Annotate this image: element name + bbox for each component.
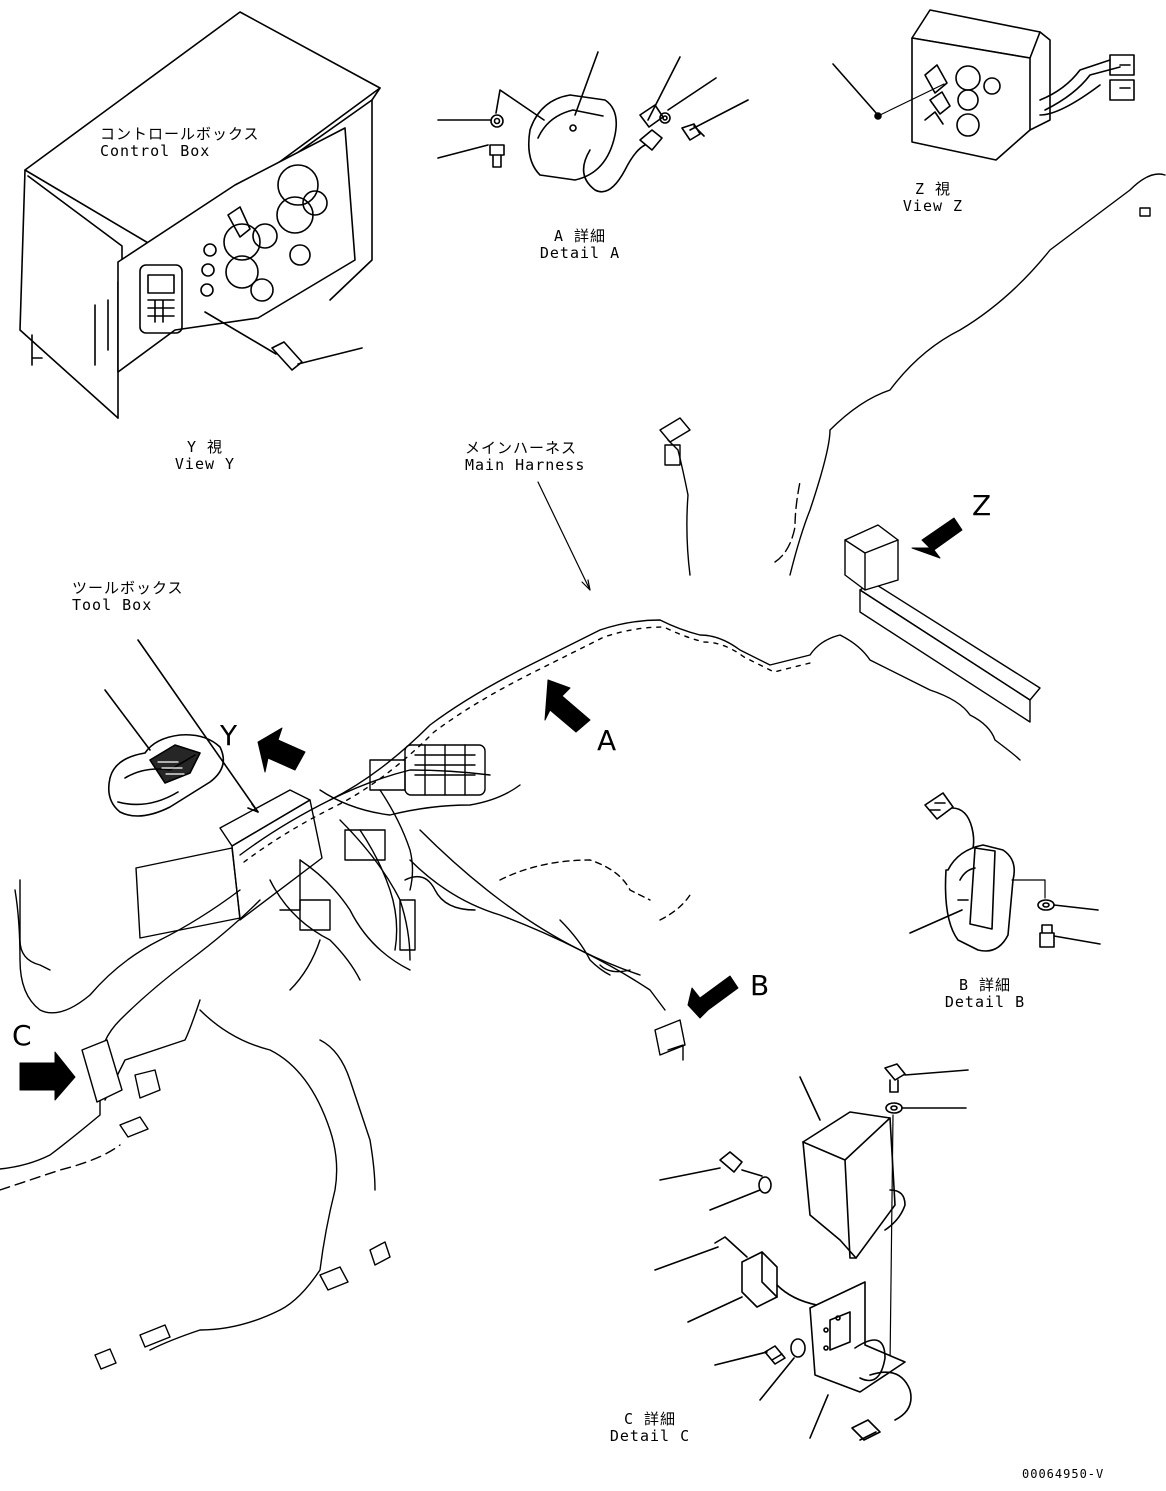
arrow-c [19, 1051, 76, 1101]
detail-b-label-en: Detail B [944, 993, 1026, 1011]
tool-box-label-jp: ツールボックス [72, 579, 184, 597]
control-box-label-jp: コントロールボックス [100, 125, 260, 143]
detail-c-label-jp: C 詳細 [623, 1410, 677, 1428]
main-harness-label-en: Main Harness [465, 456, 586, 474]
detail-a-label-jp: A 詳細 [553, 227, 607, 245]
detail-b-illustration [909, 792, 1101, 952]
view-z-illustration [832, 9, 1135, 161]
control-box-illustration [19, 11, 381, 419]
control-box-label: コントロールボックス Control Box [100, 126, 260, 160]
detail-c-illustration [654, 1063, 969, 1441]
tool-box-illustration [104, 639, 259, 817]
view-z-label-en: View Z [902, 197, 964, 215]
tool-box-label: ツールボックス Tool Box [72, 580, 184, 614]
view-y-label: Y 視 View Y [160, 439, 250, 473]
arrow-a [544, 679, 591, 733]
arrow-z [911, 517, 963, 559]
detail-a-illustration [437, 51, 749, 193]
arrow-y [257, 727, 306, 773]
view-letter-a: A [597, 724, 617, 757]
detail-a-label-en: Detail A [539, 244, 621, 262]
detail-b-label-jp: B 詳細 [958, 976, 1012, 994]
view-y-label-jp: Y 視 [186, 438, 224, 456]
detail-c-label: C 詳細 Detail C [605, 1411, 695, 1445]
detail-c-label-en: Detail C [609, 1427, 691, 1445]
view-letter-y: Y [220, 719, 238, 752]
main-harness-label-jp: メインハーネス [465, 439, 578, 457]
tool-box-label-en: Tool Box [72, 596, 153, 614]
view-letter-c: C [12, 1019, 32, 1052]
main-harness-label: メインハーネス Main Harness [465, 440, 585, 474]
view-y-label-en: View Y [174, 455, 236, 473]
view-z-label-jp: Z 視 [914, 180, 952, 198]
detail-a-label: A 詳細 Detail A [535, 228, 625, 262]
arrow-b [687, 975, 739, 1019]
detail-b-label: B 詳細 Detail B [940, 977, 1030, 1011]
drawing-code: 00064950-V [1022, 1467, 1105, 1481]
main-harness-illustration [0, 173, 1166, 1370]
view-letter-z: Z [972, 489, 992, 522]
control-box-label-en: Control Box [100, 142, 211, 160]
view-z-label: Z 視 View Z [888, 181, 978, 215]
view-arrows [19, 517, 963, 1101]
view-letter-b: B [750, 969, 770, 1002]
